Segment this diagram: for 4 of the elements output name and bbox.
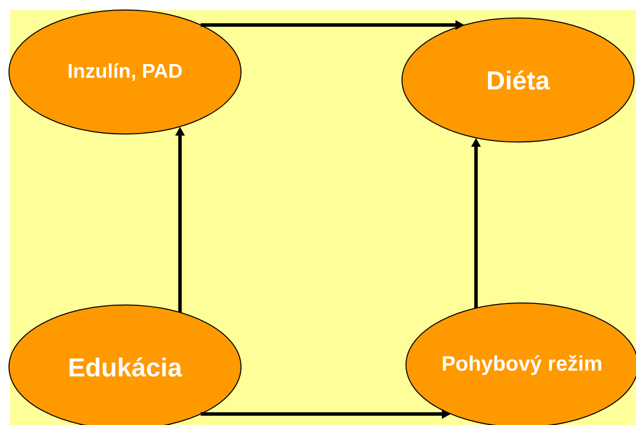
ellipse-node: Pohybový režim (406, 302, 636, 425)
ellipse-node: Diéta (402, 18, 635, 142)
ellipse-node: Inzulín, PAD (8, 10, 242, 134)
ellipse-node: Edukácia (8, 304, 242, 425)
